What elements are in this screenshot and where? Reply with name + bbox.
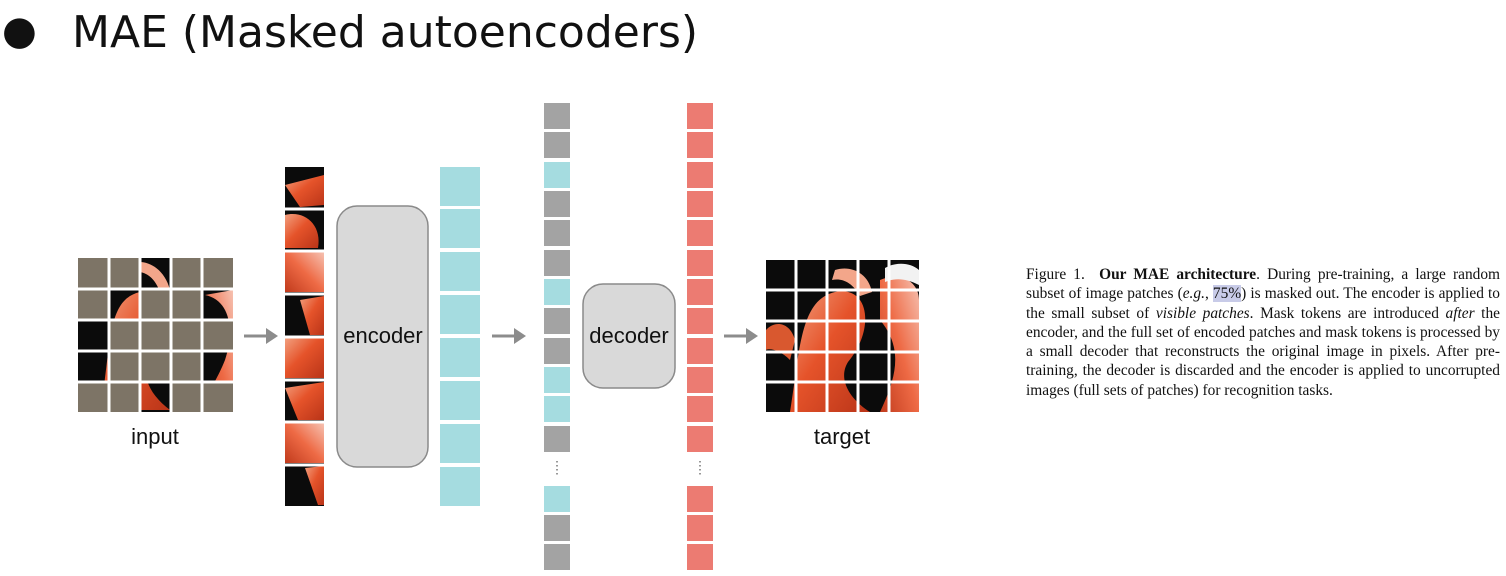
- caption-highlight: 75%: [1212, 285, 1242, 303]
- caption-text: . During pre-training, a large random su…: [1026, 266, 1500, 303]
- decoder-block: [582, 283, 676, 389]
- arrow-icon: [492, 328, 526, 344]
- decoder-label: decoder: [589, 323, 669, 348]
- arrow-icon: [244, 328, 278, 344]
- caption-eg: e.g.: [1182, 285, 1205, 303]
- caption-visible-patches: visible patches: [1155, 304, 1250, 322]
- caption-text: ,: [1204, 285, 1213, 303]
- caption-title: Our MAE architecture: [1099, 266, 1257, 283]
- caption-text: . Mask tokens are introduced: [1249, 304, 1446, 322]
- output-token-column: [687, 103, 713, 570]
- slide-title: ● MAE (Masked autoencoders): [0, 0, 900, 66]
- visible-patches-column: [285, 167, 324, 506]
- target-label: target: [814, 424, 870, 449]
- arrow-icon: [724, 328, 758, 344]
- encoder-block: [336, 205, 429, 468]
- caption-figure-number: Figure 1.: [1026, 266, 1085, 283]
- caption-after: after: [1445, 304, 1475, 322]
- input-label: input: [131, 424, 179, 449]
- input-grid-lines: [78, 258, 233, 412]
- target-image: [766, 260, 919, 412]
- input-image: [78, 258, 233, 412]
- caption-text: the encoder, and the full set of encoded…: [1026, 304, 1500, 399]
- title-text: MAE (Masked autoencoders): [72, 7, 699, 58]
- encoder-label: encoder: [343, 323, 423, 348]
- masked-patches: [78, 258, 233, 412]
- figure-caption: Figure 1. Our MAE architecture. During p…: [1026, 265, 1500, 400]
- encoded-tokens-column: [440, 167, 480, 506]
- title-bullet: ●: [2, 8, 37, 54]
- caption-text: ) is masked out. The encoder is applied …: [1026, 285, 1500, 322]
- full-token-column: [544, 103, 570, 570]
